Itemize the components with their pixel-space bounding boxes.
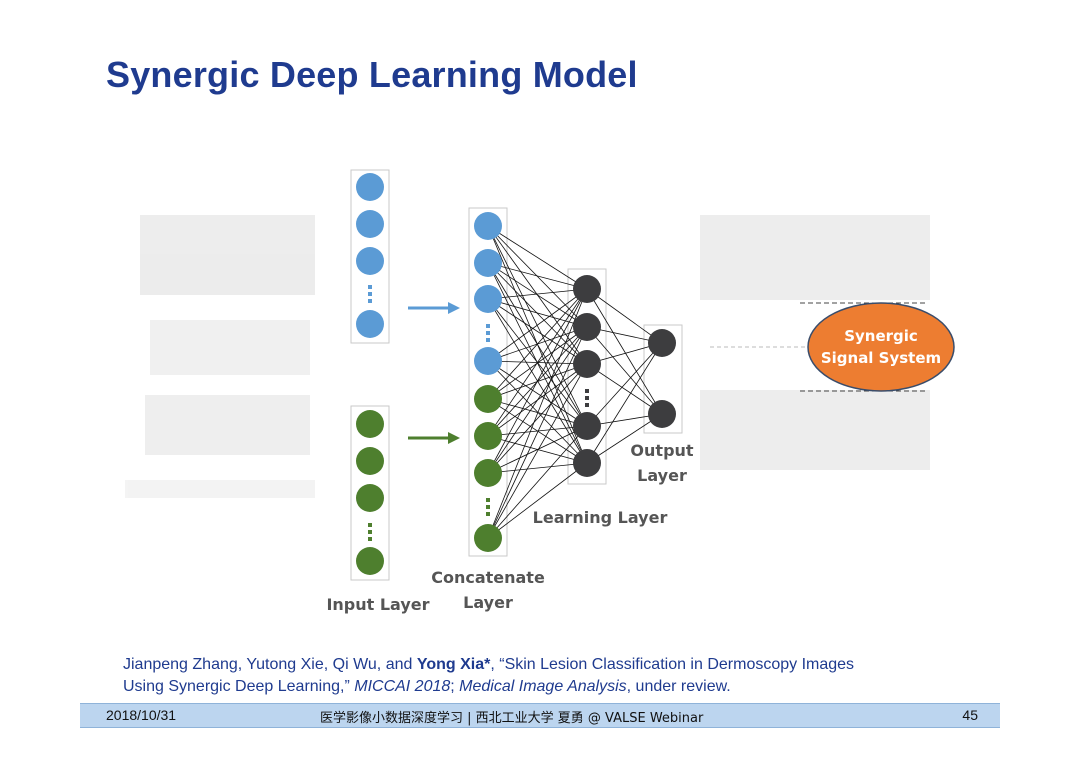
node [356,173,384,201]
connection [487,288,588,362]
citation-sep: ; [450,678,460,695]
node [474,385,502,413]
citation-title-end: Using Synergic Deep Learning,” [123,678,355,695]
connection [586,413,663,464]
node [648,329,676,357]
citation: Jianpeng Zhang, Yutong Xie, Qi Wu, and Y… [123,654,854,698]
connection [487,326,588,539]
connection [487,363,588,539]
connection [487,262,588,328]
connection [487,288,588,539]
input-layer-label: Input Layer [326,595,429,614]
node [356,210,384,238]
citation-corresponding: Yong Xia* [416,656,491,673]
connection [487,360,588,427]
learning-nodes [573,275,601,477]
output-frame [643,324,683,434]
faded-cnn-right [700,215,930,470]
concat-frame [468,207,508,557]
node [573,412,601,440]
connection [487,462,588,474]
connection [487,288,588,474]
output-layer-label-1: Output [630,441,693,460]
connection [487,360,588,464]
connection [487,288,588,300]
footer-page-number: 45 [962,707,978,723]
learning-ellipsis [585,389,589,407]
connection [487,326,588,474]
output-layer-label-2: Layer [637,466,687,485]
node [573,350,601,378]
node [356,410,384,438]
node [356,484,384,512]
node [356,547,384,575]
citation-authors: Jianpeng Zhang, Yutong Xie, Qi Wu, and [123,656,417,673]
node [474,347,502,375]
learning-layer-label: Learning Layer [533,508,668,527]
input-blue-ellipsis [368,285,372,303]
citation-line-1: Jianpeng Zhang, Yutong Xie, Qi Wu, and Y… [123,654,854,676]
node [474,285,502,313]
connection [487,425,588,539]
input-blue-nodes [356,173,384,338]
node [573,313,601,341]
connection [487,225,588,290]
footer-bar: 2018/10/31 医学影像小数据深度学习 | 西北工业大学 夏勇 @ VAL… [80,703,1000,728]
connection [586,288,663,344]
connection [487,288,588,437]
input-green-nodes [356,410,384,575]
connection [586,326,663,415]
connection [487,298,588,365]
concat-nodes [474,212,502,552]
concatenate-layer-label-2: Layer [463,593,513,612]
input-green-frame [350,405,390,581]
node [474,524,502,552]
node [356,247,384,275]
concatenate-layer-label-1: Concatenate [431,568,545,587]
node [474,212,502,240]
node [474,459,502,487]
node [474,422,502,450]
blue-arrow-head [448,302,460,314]
citation-title: , “Skin Lesion Classification in Dermosc… [490,656,855,673]
connection [487,363,588,474]
connection [487,425,588,437]
node [648,400,676,428]
connection [487,262,588,365]
connection [586,363,663,415]
network-connections [487,225,663,539]
synergic-label-line2: Signal System [821,349,941,367]
node [474,249,502,277]
connection [487,288,588,400]
node [573,449,601,477]
node [573,275,601,303]
citation-venue-2: Medical Image Analysis [459,678,627,695]
concat-ellipsis-green [486,498,490,516]
connection [586,288,663,415]
connection [586,342,663,464]
connection [487,225,588,328]
output-nodes [648,329,676,428]
input-blue-frame [350,169,390,344]
connection [487,462,588,539]
citation-end: , under review. [626,678,731,695]
green-arrow-head [448,432,460,444]
footer-center: 医学影像小数据深度学习 | 西北工业大学 夏勇 @ VALSE Webinar [320,711,704,726]
connection [487,298,588,328]
connection [487,262,588,290]
synergic-ellipse [807,302,955,392]
faded-cnn-left [125,215,315,498]
footer-date: 2018/10/31 [106,707,177,723]
citation-line-2: Using Synergic Deep Learning,” MICCAI 20… [123,676,854,698]
node [356,310,384,338]
connection [586,342,663,427]
input-green-ellipsis [368,523,372,541]
concat-ellipsis-blue [486,324,490,342]
connection [487,425,588,474]
slide-title: Synergic Deep Learning Model [106,54,638,95]
citation-venue-1: MICCAI 2018 [354,678,451,695]
synergic-label-line1: Synergic [844,327,918,345]
node [356,447,384,475]
